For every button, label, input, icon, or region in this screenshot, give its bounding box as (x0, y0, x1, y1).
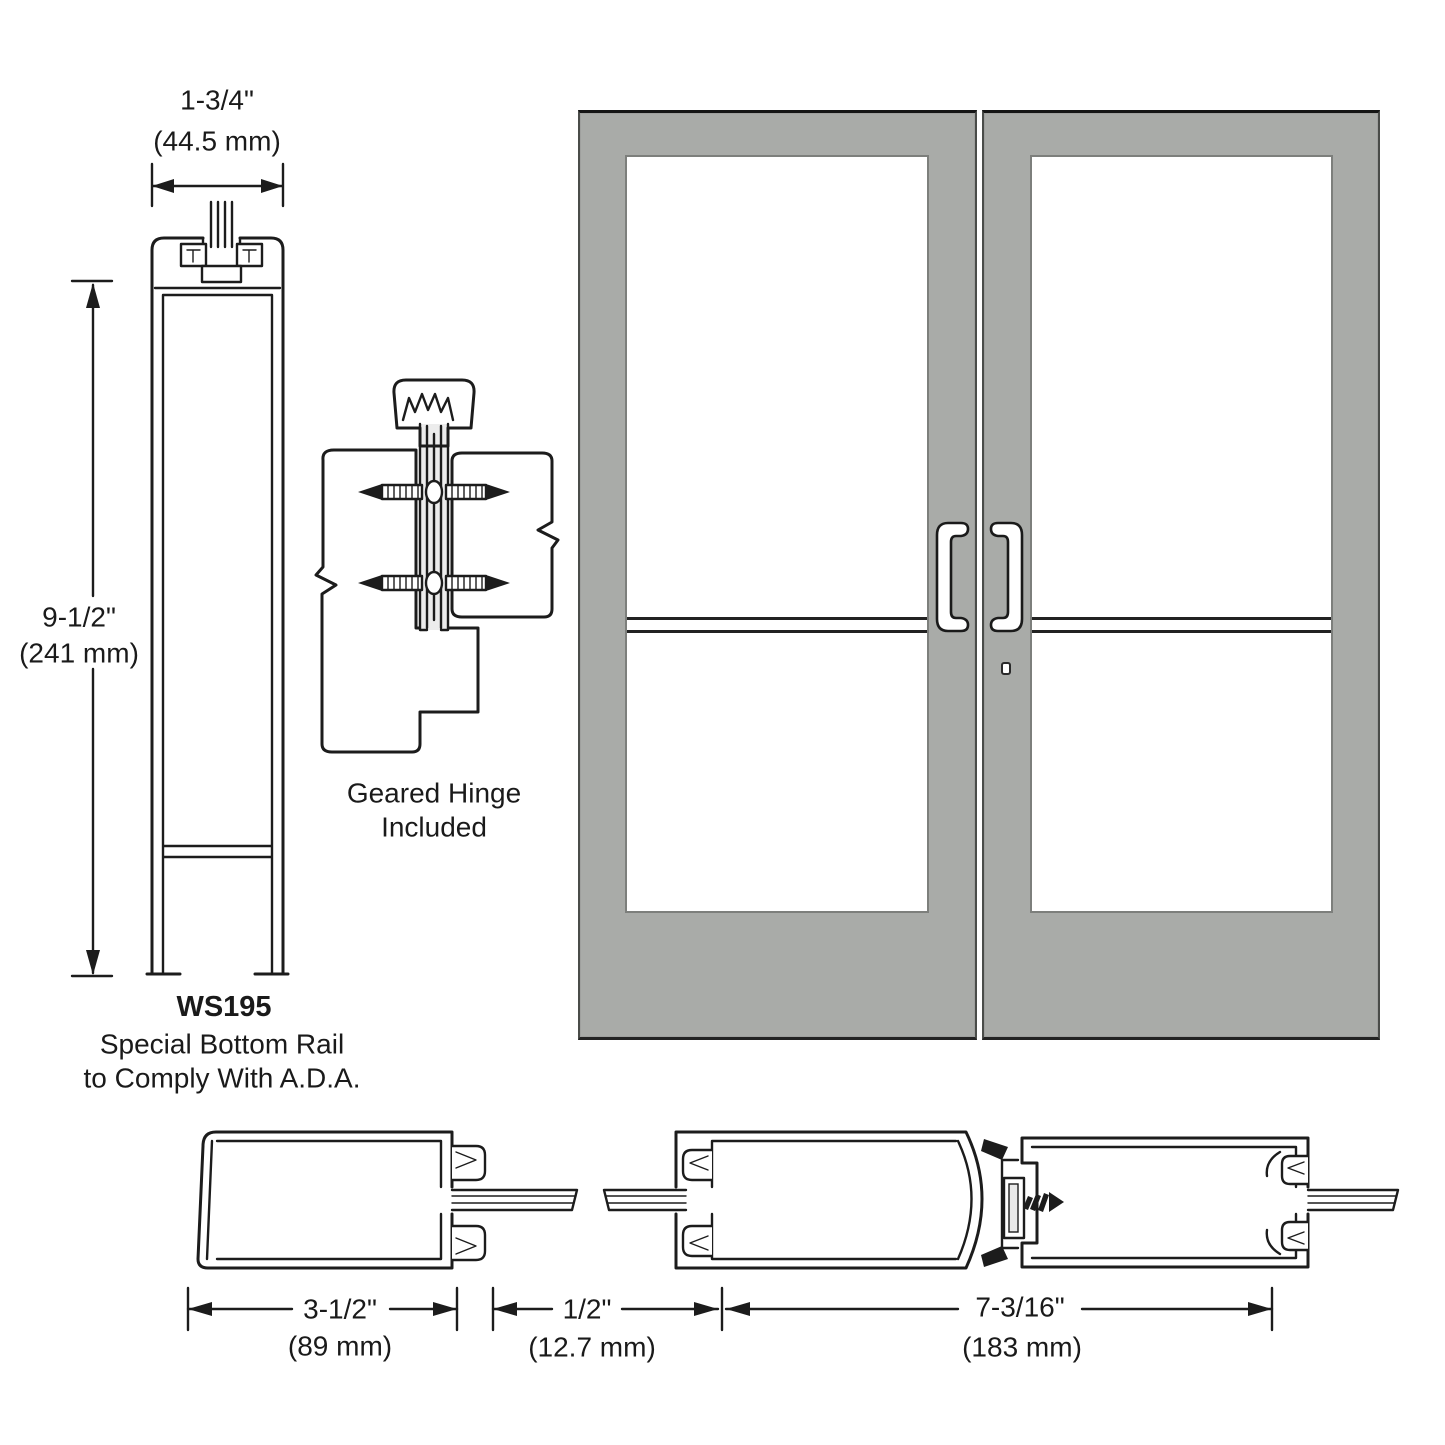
hinge-screw-left-top (358, 483, 424, 501)
door-left-glass-midrail (627, 617, 927, 633)
cylinder-lock-indicator (1001, 662, 1011, 675)
rail-note-line1: Special Bottom Rail (99, 1028, 345, 1060)
rail-model-code: WS195 (176, 990, 272, 1023)
pull-handle-shape (989, 521, 1024, 633)
dim-rail-height-inches: 9-1/2" (42, 601, 116, 633)
dim-rail-height-mm: (241 mm) (19, 637, 139, 669)
door-right-glass (1030, 155, 1333, 913)
geared-hinge-section (314, 378, 560, 754)
hinge-knuckle-bottom (424, 570, 444, 596)
stile-plan-section (196, 1130, 579, 1270)
bottom-dimensions (186, 1286, 1274, 1332)
dim-stile-mm: (89 mm) (287, 1330, 393, 1362)
door-right-glass-midrail (1032, 617, 1331, 633)
bottom-rail-profile (145, 200, 290, 976)
dim-pair-inches: 7-3/16" (975, 1291, 1065, 1323)
hinge-screw-right-bottom (444, 574, 510, 592)
dim-stop-mm: (12.7 mm) (528, 1331, 656, 1363)
door-right-pull-handle (986, 520, 1026, 634)
hinge-screw-right-top (444, 483, 510, 501)
dim-stop-inches: 1/2" (562, 1293, 612, 1325)
rail-note-line2: to Comply With A.D.A. (83, 1062, 361, 1094)
meeting-stiles-plan-section (602, 1130, 1400, 1270)
dim-rail-width-mm: (44.5 mm) (153, 125, 281, 157)
hinge-screw-left-bottom (358, 574, 424, 592)
dim-rail-width-inches: 1-3/4" (180, 84, 254, 116)
hinge-label-line1: Geared Hinge (346, 777, 522, 809)
door-left-glass (625, 155, 929, 913)
door-left-pull-handle (933, 520, 973, 634)
pull-handle-shape (935, 521, 970, 633)
hinge-knuckle-top (424, 479, 444, 505)
door-left (578, 110, 977, 1040)
hinge-label-line2: Included (381, 811, 487, 843)
dim-stile-inches: 3-1/2" (303, 1293, 377, 1325)
dim-pair-mm: (183 mm) (962, 1331, 1082, 1363)
door-right (982, 110, 1380, 1040)
rail-width-dimension (150, 162, 285, 208)
rail-height-dimension (70, 279, 114, 978)
